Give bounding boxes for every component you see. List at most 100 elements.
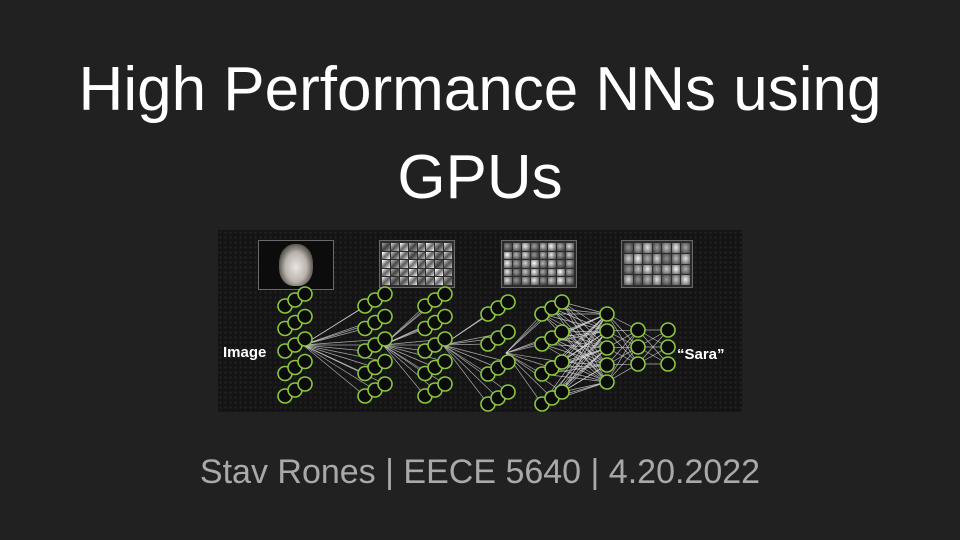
network-edge — [561, 330, 608, 393]
network-edge — [551, 337, 608, 383]
feature-tile — [399, 268, 408, 277]
feature-tile — [681, 264, 690, 275]
neural-network-figure: Image “Sara” — [218, 230, 742, 412]
feature-tile — [652, 264, 662, 275]
network-edge — [541, 313, 608, 366]
feature-tile — [426, 260, 435, 268]
feature-tile — [633, 253, 643, 264]
feature-tile — [444, 251, 452, 260]
feature-tile — [671, 243, 681, 253]
network-edge — [606, 329, 639, 383]
feature-tile — [417, 243, 426, 251]
network-edge — [561, 301, 608, 332]
feature-tile — [652, 275, 662, 285]
feature-tile — [566, 260, 574, 268]
network-edge — [561, 331, 608, 366]
feature-tile — [417, 260, 426, 268]
feature-tile — [390, 268, 399, 277]
network-node — [599, 374, 615, 390]
feature-tile — [408, 243, 417, 251]
network-edge — [302, 344, 376, 368]
network-node — [377, 308, 393, 325]
part-feature-thumbnail — [501, 240, 577, 288]
feature-tile — [539, 277, 548, 285]
feature-tile — [408, 260, 417, 268]
feature-tile — [624, 275, 633, 285]
feature-tile — [521, 277, 530, 285]
network-edge — [561, 347, 608, 393]
network-edge — [541, 313, 608, 383]
feature-tile — [624, 253, 633, 264]
feature-tile — [539, 260, 548, 268]
network-edge — [442, 344, 489, 375]
face-image — [279, 244, 313, 286]
network-edge — [551, 307, 608, 349]
slide-title: High Performance NNs using GPUs — [78, 55, 882, 212]
feature-tile — [390, 243, 399, 251]
feature-tile — [408, 268, 417, 277]
network-node — [437, 353, 453, 370]
feature-tile — [408, 277, 417, 285]
feature-tile — [435, 251, 444, 260]
network-edge — [302, 344, 366, 352]
feature-tile — [548, 268, 557, 277]
network-edge — [561, 347, 608, 363]
network-node — [660, 322, 676, 338]
network-layer-6 — [599, 306, 615, 390]
face-feature-thumbnail — [621, 240, 693, 288]
output-label: “Sara” — [677, 346, 725, 363]
feature-tile — [539, 243, 548, 251]
network-edge — [302, 344, 376, 391]
network-layer-7 — [630, 322, 646, 372]
network-edge — [382, 344, 436, 391]
network-node — [554, 354, 570, 370]
feature-tile — [435, 243, 444, 251]
feature-tile — [504, 277, 512, 285]
feature-tile — [521, 260, 530, 268]
feature-tile — [382, 260, 390, 268]
feature-tile — [633, 243, 643, 253]
feature-tile — [557, 277, 566, 285]
network-edge — [505, 352, 553, 369]
network-edge — [382, 344, 436, 368]
network-edge — [442, 344, 509, 393]
network-node — [437, 286, 453, 302]
network-node — [660, 339, 676, 355]
network-edge — [541, 313, 608, 332]
feature-tile — [444, 243, 452, 251]
feature-tile — [624, 264, 633, 275]
feature-tile — [662, 253, 671, 264]
network-edge — [442, 344, 499, 399]
feature-tile — [426, 268, 435, 277]
feature-tile — [435, 268, 444, 277]
network-node — [630, 322, 646, 338]
feature-tile — [417, 277, 426, 285]
feature-tile — [382, 268, 390, 277]
network-edge — [561, 301, 608, 383]
feature-tile — [426, 251, 435, 260]
feature-tile — [504, 251, 512, 260]
network-node — [554, 294, 570, 310]
network-node — [377, 376, 393, 392]
network-edge — [541, 343, 608, 366]
feature-tile — [426, 243, 435, 251]
network-edge — [302, 344, 366, 397]
feature-tile — [382, 243, 390, 251]
feature-tile — [633, 275, 643, 285]
edge-feature-thumbnail — [379, 240, 455, 288]
network-node — [599, 306, 615, 322]
network-node — [437, 331, 453, 347]
feature-tile — [530, 243, 539, 251]
feature-tile — [399, 243, 408, 251]
feature-tile — [521, 268, 530, 277]
feature-tile — [566, 243, 574, 251]
network-edge — [561, 330, 608, 363]
feature-tile — [408, 251, 417, 260]
network-node — [297, 353, 313, 370]
network-edge — [561, 361, 608, 383]
feature-tile — [435, 277, 444, 285]
feature-tile — [681, 243, 690, 253]
network-node — [554, 324, 570, 340]
feature-tile — [530, 251, 539, 260]
feature-tile — [681, 275, 690, 285]
